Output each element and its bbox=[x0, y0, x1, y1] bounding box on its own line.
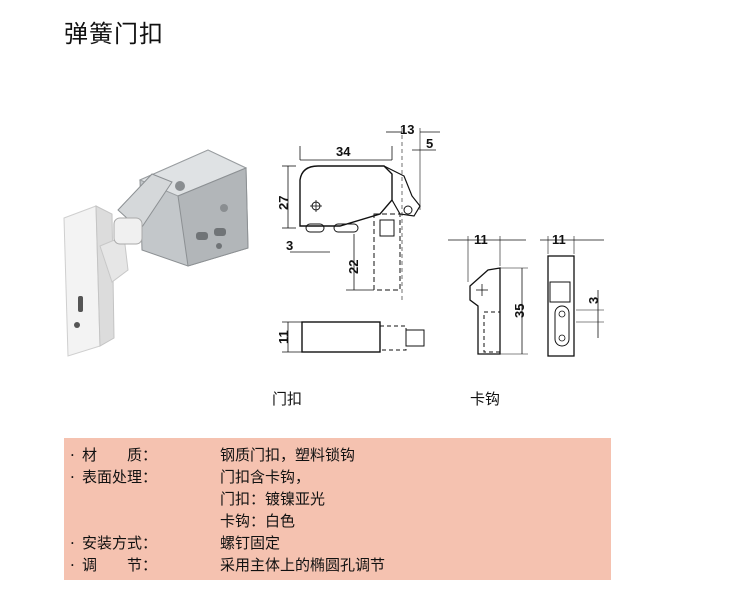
dim-27: 27 bbox=[276, 196, 291, 210]
spec-label: 安装方式： bbox=[82, 534, 158, 552]
caption-hook: 卡钩 bbox=[470, 390, 501, 408]
caption-latch: 门扣 bbox=[272, 390, 303, 408]
dim-13: 13 bbox=[400, 122, 414, 137]
spec-label: 材 质： bbox=[82, 446, 158, 464]
dim-5: 5 bbox=[426, 136, 433, 151]
product-photo bbox=[63, 149, 249, 357]
spec-value: 采用主体上的椭圆孔调节 bbox=[220, 556, 386, 574]
spec-label: 表面处理： bbox=[82, 468, 158, 486]
spec-bullet: · bbox=[70, 468, 75, 486]
dim-22: 22 bbox=[346, 260, 361, 274]
specifications-panel: · 材 质： 钢质门扣，塑料锁钩 · 表面处理： 门扣含卡钩， 门扣：镀镍亚光 … bbox=[64, 438, 611, 580]
spec-value: 螺钉固定 bbox=[220, 534, 281, 552]
spec-value: 钢质门扣，塑料锁钩 bbox=[220, 446, 356, 464]
dim-11-hook-side: 11 bbox=[474, 232, 488, 247]
hook-side-drawing bbox=[448, 236, 528, 355]
spec-value: 门扣：镀镍亚光 bbox=[220, 490, 326, 508]
dim-11-hook-front: 11 bbox=[552, 232, 566, 247]
dim-34: 34 bbox=[336, 144, 351, 159]
hook-front-drawing bbox=[540, 236, 604, 357]
spec-bullet: · bbox=[70, 556, 75, 574]
spec-bullet: · bbox=[70, 534, 75, 552]
latch-side-drawing bbox=[282, 128, 440, 300]
dim-11-latch: 11 bbox=[276, 330, 291, 344]
page-title: 弹簧门扣 bbox=[64, 20, 164, 48]
dim-3-latch: 3 bbox=[286, 238, 293, 253]
dim-3-hook: 3 bbox=[586, 297, 601, 304]
spec-value: 门扣含卡钩， bbox=[220, 468, 311, 486]
spec-label: 调 节： bbox=[82, 556, 158, 574]
latch-top-drawing bbox=[282, 321, 425, 353]
product-figure: 34 13 5 27 3 22 11 11 35 bbox=[63, 122, 604, 357]
dim-35: 35 bbox=[512, 304, 527, 318]
spec-bullet: · bbox=[70, 446, 75, 464]
spec-value: 卡钩：白色 bbox=[220, 512, 296, 530]
